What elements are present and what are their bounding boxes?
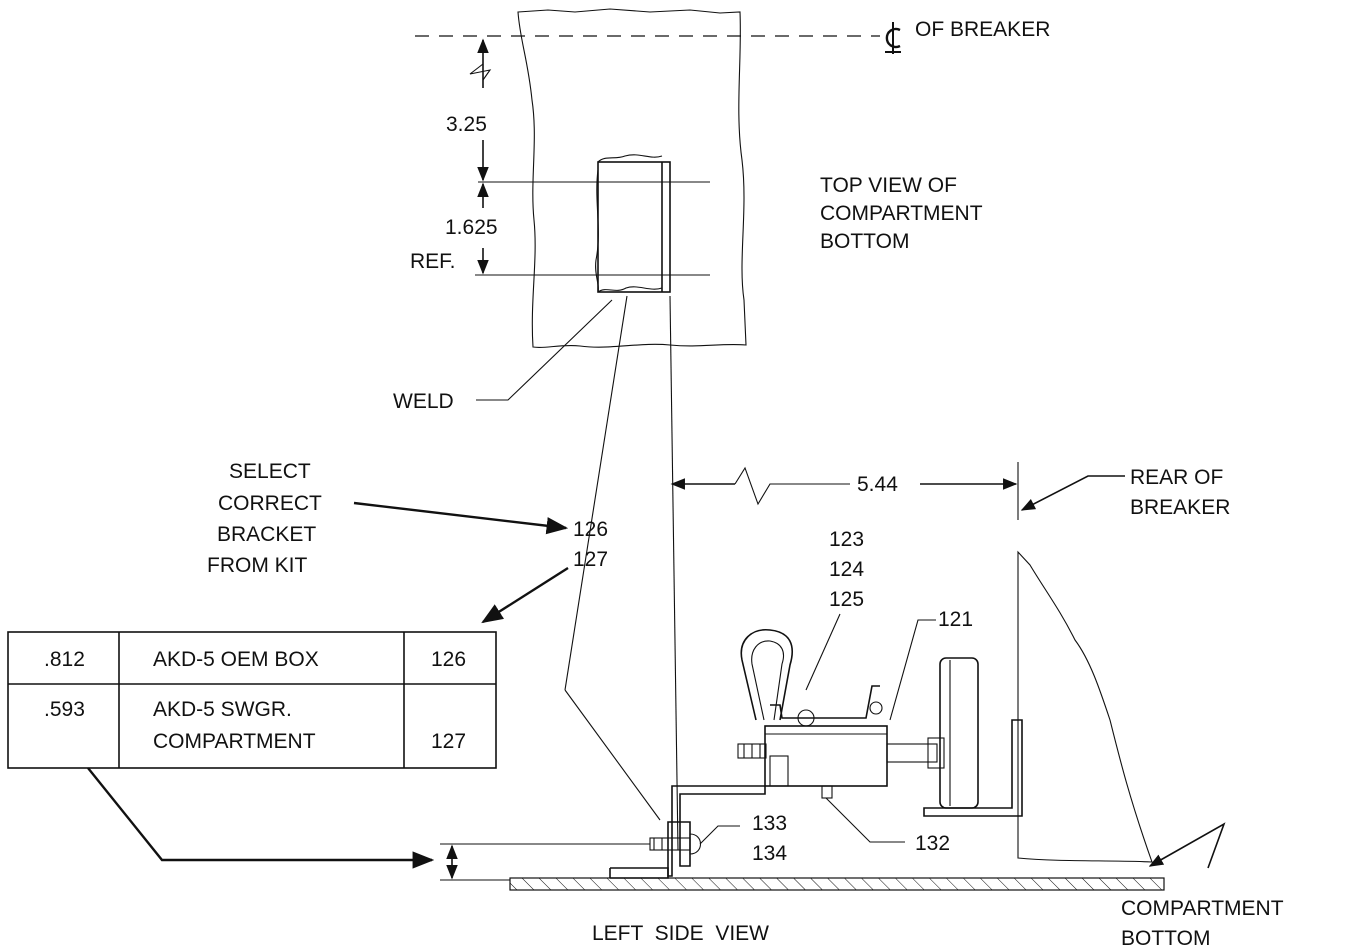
centerline-symbol xyxy=(885,22,901,54)
callout-133: 133 xyxy=(752,812,787,835)
select-note-3: BRACKET xyxy=(217,523,316,546)
rear-breaker-wall xyxy=(1017,550,1153,863)
table-row-2-desc-2: COMPARTMENT xyxy=(153,730,316,753)
top-view: OF BREAKER 3.25 1.625 REF. TOP VIEW OF C… xyxy=(393,8,1050,413)
compartment-label-1: COMPARTMENT xyxy=(1121,897,1284,920)
select-note-4: FROM KIT xyxy=(207,554,307,577)
rear-label-1: REAR OF xyxy=(1130,466,1223,489)
top-view-title-2: COMPARTMENT xyxy=(820,202,983,225)
callout-134: 134 xyxy=(752,842,787,865)
side-view-title: LEFT SIDE VIEW xyxy=(592,922,769,945)
compartment-floor xyxy=(509,877,1165,891)
callout-126: 126 xyxy=(573,518,608,541)
rear-label-2: BREAKER xyxy=(1130,496,1230,519)
top-view-title-1: TOP VIEW OF xyxy=(820,174,957,197)
callout-132: 132 xyxy=(915,832,950,855)
select-note-2: CORRECT xyxy=(218,492,322,515)
callout-123: 123 xyxy=(829,528,864,551)
bolt xyxy=(649,833,702,855)
compartment-label-2: BOTTOM xyxy=(1121,927,1210,950)
mechanism-assembly xyxy=(737,629,1023,817)
side-view: 5.44 REAR OF BREAKER SELECT CORRECT BRAC… xyxy=(87,460,1284,950)
table-row-2-desc-1: AKD-5 SWGR. xyxy=(153,698,292,721)
dimension-3-25: 3.25 xyxy=(446,113,487,136)
table-row-2-dim: .593 xyxy=(44,698,85,721)
table-row-1-desc: AKD-5 OEM BOX xyxy=(153,648,319,671)
callout-124: 124 xyxy=(829,558,864,581)
weld-bead xyxy=(595,154,663,293)
weld-label: WELD xyxy=(393,390,454,413)
table-row-1-part: 126 xyxy=(431,648,466,671)
dimension-ref: REF. xyxy=(410,250,456,273)
dimension-5-44: 5.44 xyxy=(857,473,898,496)
angle-bracket xyxy=(667,785,766,877)
dimension-1-625: 1.625 xyxy=(445,216,498,239)
top-view-title-3: BOTTOM xyxy=(820,230,909,253)
callout-121: 121 xyxy=(938,608,973,631)
callout-127: 127 xyxy=(573,548,608,571)
callout-125: 125 xyxy=(829,588,864,611)
select-note-1: SELECT xyxy=(229,460,311,483)
centerline-label: OF BREAKER xyxy=(915,18,1050,41)
table-row-1-dim: .812 xyxy=(44,648,85,671)
compartment-bottom-outline xyxy=(517,8,747,348)
table-row-2-part: 127 xyxy=(431,730,466,753)
bracket-table: .812 AKD-5 OEM BOX 126 .593 AKD-5 SWGR. … xyxy=(7,631,497,769)
